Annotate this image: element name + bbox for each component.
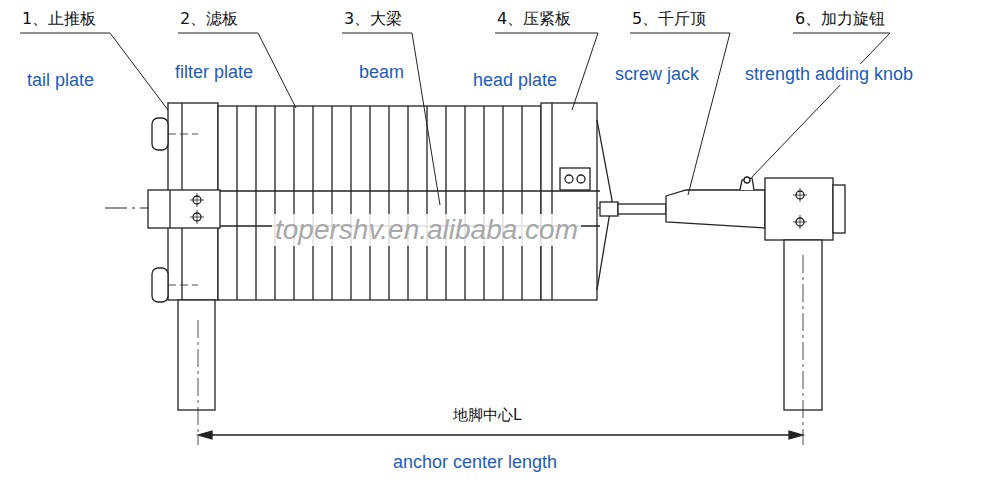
part-name: filter plate [172, 62, 256, 83]
head-plate-block [560, 168, 590, 190]
beam [218, 190, 600, 191]
dimension-label: 地脚中心L [450, 407, 524, 424]
handwheel-axis [168, 134, 198, 135]
leg-center-line [803, 255, 804, 445]
part-name: head plate [470, 70, 560, 91]
callout-number: 4、压紧板 [497, 10, 571, 28]
strength-knob-cap [744, 177, 750, 183]
callout-number: 1、止推板 [22, 10, 96, 28]
handwheel [152, 268, 168, 302]
callout-number: 2、滤板 [180, 10, 238, 28]
jack-support-cap [833, 185, 845, 233]
callout-number: 6、加力旋钮 [795, 10, 885, 28]
watermark: topershv.en.alibaba.com [272, 214, 581, 246]
handwheel [152, 118, 168, 150]
push-rod [618, 204, 666, 214]
bolt [577, 175, 585, 183]
part-name: strength adding knob [742, 64, 916, 85]
left-leg [178, 300, 215, 410]
dimension-caption: anchor center length [393, 452, 557, 473]
jack-support [765, 178, 833, 240]
leader-line [630, 33, 730, 195]
filter-plate-pack [218, 106, 541, 300]
bolt-cross [793, 188, 807, 229]
leader-line [342, 33, 440, 205]
leg-center-line [198, 320, 199, 445]
part-name: tail plate [24, 70, 97, 91]
screw-jack-body [666, 190, 765, 228]
leader-line [20, 33, 168, 110]
dimension-arrow [789, 431, 803, 439]
callout-number: 3、大梁 [344, 10, 402, 28]
push-head [600, 202, 618, 216]
bolt-cross [190, 193, 204, 224]
part-name: screw jack [612, 64, 702, 85]
head-plate-edge [551, 103, 552, 300]
part-name: beam [356, 62, 407, 83]
beam-bracket [169, 190, 170, 228]
bolt [565, 175, 573, 183]
strength-knob [740, 178, 754, 190]
dimension-line [204, 434, 797, 435]
handwheel-axis [168, 285, 198, 286]
filter-plates [237, 106, 522, 300]
dimension-arrow [198, 431, 212, 439]
callout-number: 5、千斤顶 [632, 10, 706, 28]
leader-line [752, 33, 890, 177]
head-plate [541, 103, 597, 300]
beam-bracket [148, 190, 220, 228]
